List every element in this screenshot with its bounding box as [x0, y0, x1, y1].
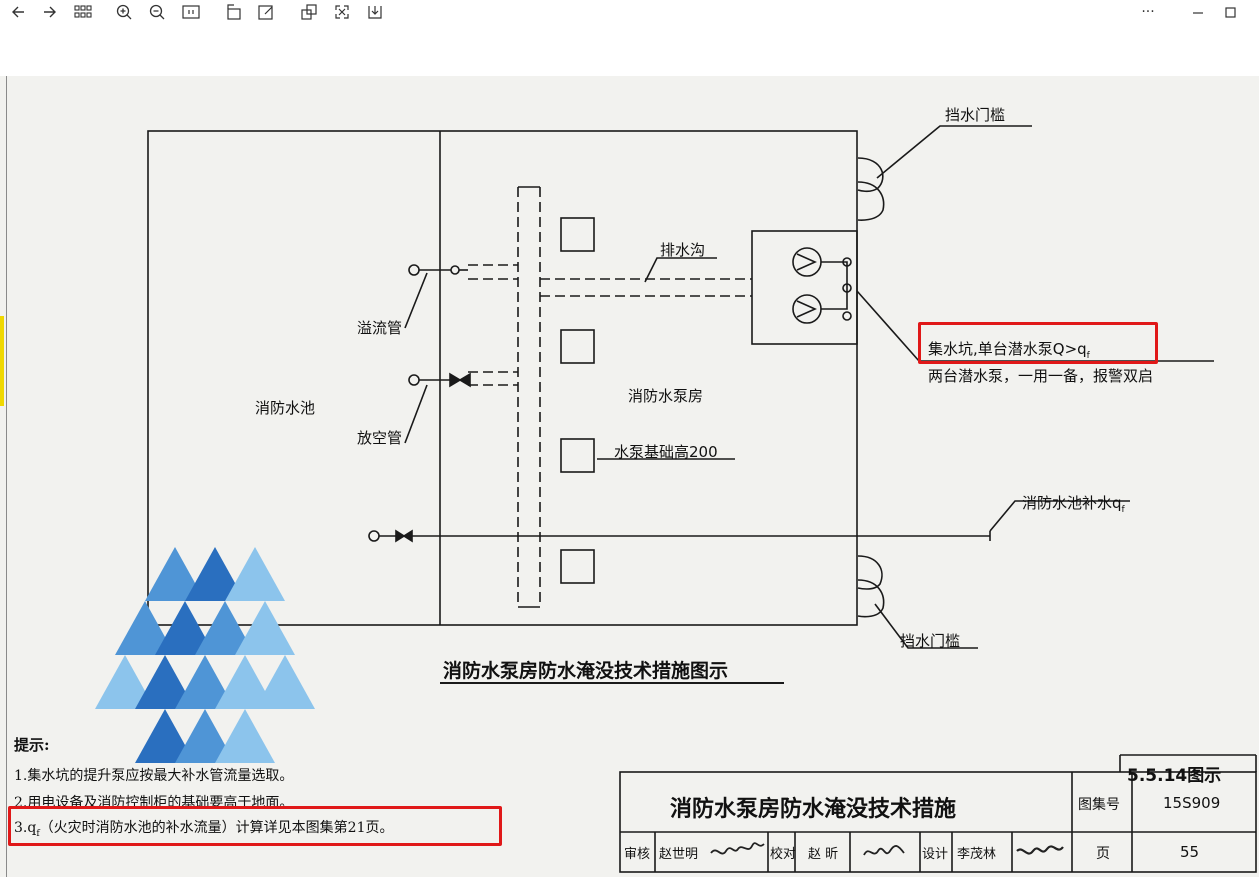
minimize-icon[interactable] [1190, 3, 1206, 21]
back-icon[interactable] [10, 3, 28, 21]
crop-icon[interactable] [300, 3, 318, 21]
forward-icon[interactable] [40, 3, 58, 21]
plan-drawing [95, 125, 1257, 873]
designer-name: 李茂林 [957, 847, 997, 862]
fire-pool-label: 消防水池 [255, 399, 316, 417]
page-number: 55 [1180, 843, 1200, 861]
review-label: 审核 [624, 847, 651, 862]
sump-pit [751, 230, 858, 345]
page-label: 页 [1096, 846, 1110, 862]
checker-name: 赵 昕 [808, 847, 839, 862]
highlight-box-note3 [8, 806, 502, 846]
rotate-icon[interactable] [225, 3, 243, 21]
note-1: 1.集水坑的提升泵应按最大补水管流量选取。 [14, 768, 294, 784]
thumbnails-icon[interactable] [73, 3, 93, 21]
note-3: 3.qf（火灾时消防水池的补水流量）计算详见本图集第21页。 [14, 820, 394, 839]
viewer-toolbar: ··· [0, 0, 1259, 26]
designer-signature [1016, 845, 1064, 855]
pump-base-label: 水泵基础高200 [614, 443, 718, 461]
makeup-water-label: 消防水池补水qf [1022, 494, 1125, 515]
document-page: 挡水门槛 排水沟 集水坑,单台潜水泵Q>qf 两台潜水泵，一用一备，报警双启 溢… [0, 76, 1259, 877]
page-edge [6, 76, 7, 877]
watermark-logo [95, 547, 315, 763]
threshold-top-label: 挡水门槛 [945, 106, 1006, 124]
checker-signature [863, 845, 905, 856]
highlight-box-sump [918, 322, 1158, 364]
design-label: 设计 [922, 847, 949, 862]
notes-heading: 提示: [14, 736, 50, 754]
sump-label-1: 集水坑,单台潜水泵Q>qf [928, 340, 1090, 361]
drain-trench-label: 排水沟 [660, 241, 706, 259]
reviewer-signature [710, 842, 765, 855]
download-icon[interactable] [366, 3, 384, 21]
fullscreen-icon[interactable] [333, 3, 351, 21]
drain-pipe-label: 放空管 [357, 429, 403, 447]
zoom-out-icon[interactable] [148, 3, 166, 21]
check-label: 校对 [770, 847, 797, 862]
maximize-icon[interactable] [1223, 3, 1239, 21]
fit-page-icon[interactable] [181, 3, 201, 21]
sheet-title: 消防水泵房防水淹没技术措施 [670, 797, 957, 822]
pump-room-label: 消防水泵房 [628, 387, 704, 405]
atlas-label: 图集号 [1078, 797, 1120, 813]
edit-icon[interactable] [257, 3, 275, 21]
building-outline [147, 130, 858, 626]
threshold-bottom-label: 挡水门槛 [900, 632, 961, 650]
atlas-number: 15S909 [1163, 794, 1221, 812]
more-options-button[interactable]: ··· [1141, 4, 1155, 20]
zoom-in-icon[interactable] [115, 3, 133, 21]
scroll-marker[interactable] [0, 316, 4, 406]
overflow-pipe-label: 溢流管 [357, 319, 403, 337]
figure-number: 5.5.14图示 [1127, 766, 1222, 786]
sump-label-2: 两台潜水泵，一用一备，报警双启 [928, 367, 1154, 385]
reviewer-name: 赵世明 [659, 847, 699, 862]
diagram-title: 消防水泵房防水淹没技术措施图示 [443, 660, 729, 682]
